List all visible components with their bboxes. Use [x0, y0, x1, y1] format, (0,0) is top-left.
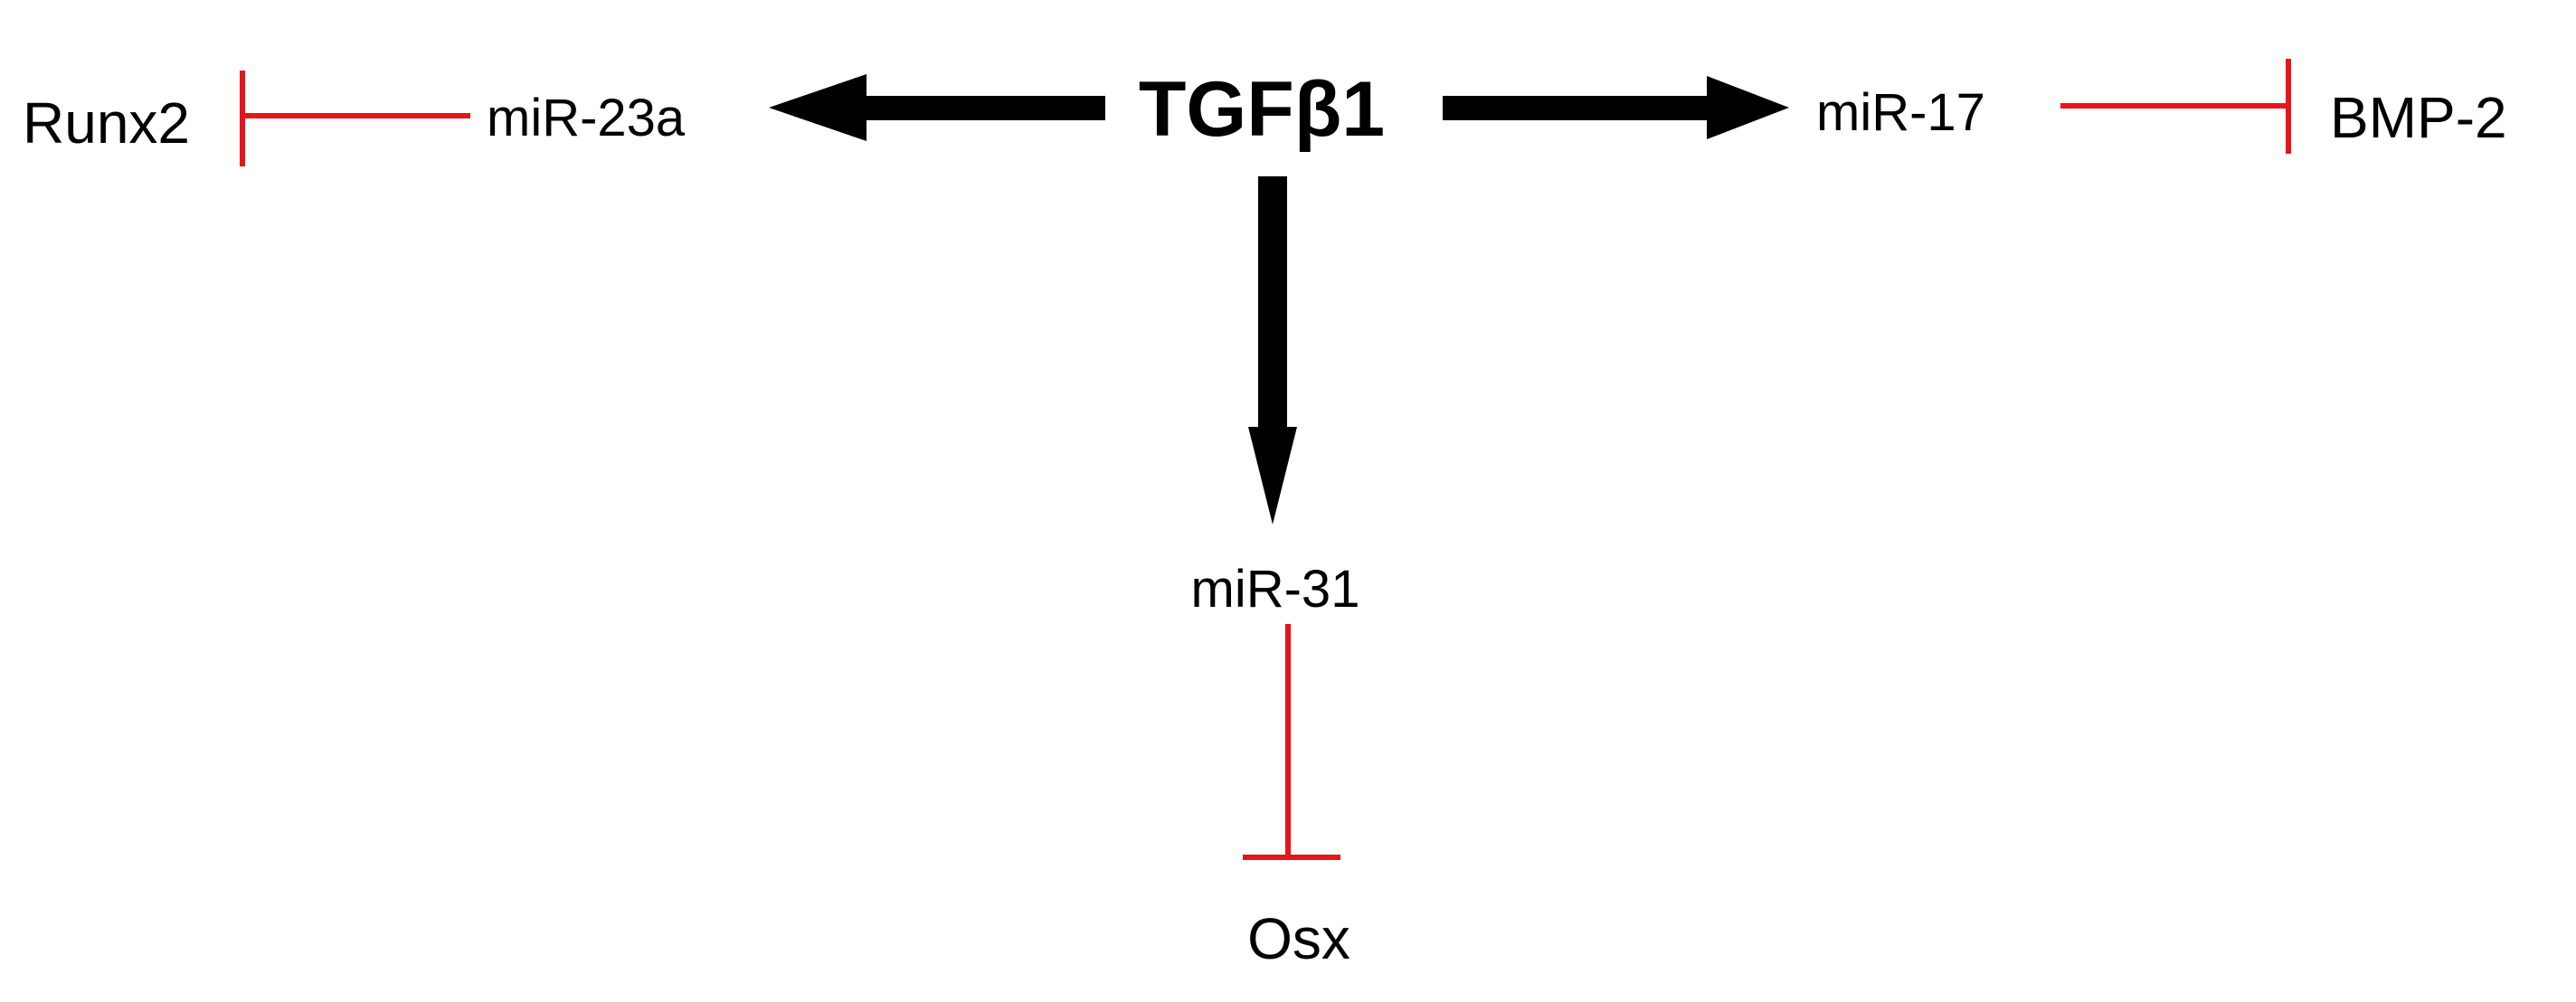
- inhibition-line-right: [2060, 59, 2291, 154]
- bmp2-label: BMP-2: [2330, 85, 2507, 150]
- inhibition-line-down: [1243, 624, 1340, 860]
- mir-17-label: miR-17: [1816, 83, 1985, 142]
- activation-arrow-left: [769, 74, 1105, 141]
- runx2-label: Runx2: [23, 90, 190, 156]
- hub-label-tgfb1: TGFβ1: [1139, 66, 1385, 153]
- inhibition-line-left: [240, 71, 470, 166]
- activation-arrow-down: [1248, 176, 1297, 525]
- osx-label: Osx: [1247, 906, 1350, 971]
- mir-31-label: miR-31: [1191, 560, 1360, 619]
- mir-23a-label: miR-23a: [487, 89, 686, 147]
- activation-arrow-right: [1443, 76, 1789, 139]
